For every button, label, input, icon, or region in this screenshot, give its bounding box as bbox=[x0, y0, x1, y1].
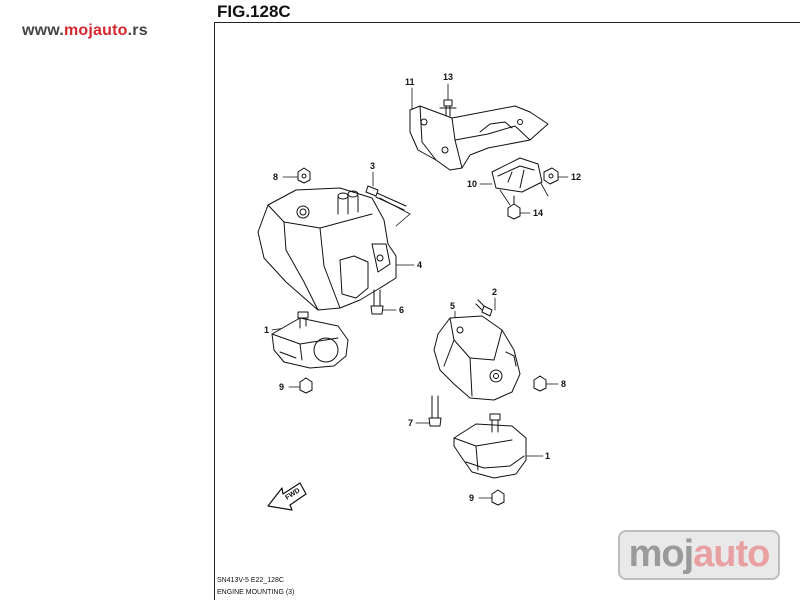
callout-3: 3 bbox=[370, 161, 376, 171]
callout-11: 11 bbox=[405, 77, 415, 87]
stopper-10 bbox=[491, 157, 543, 193]
callout-5: 5 bbox=[450, 301, 456, 311]
nut-8-lower bbox=[533, 375, 547, 392]
callout-1-right: 1 bbox=[545, 451, 551, 461]
engine-bracket-4 bbox=[257, 187, 397, 311]
callout-12: 12 bbox=[571, 172, 582, 182]
bracket-5 bbox=[433, 315, 521, 401]
upper-bracket bbox=[409, 105, 549, 171]
watermark-logo: mojauto bbox=[618, 530, 780, 580]
callout-9-left: 9 bbox=[279, 382, 285, 392]
site-suffix: .rs bbox=[127, 22, 148, 39]
diagram-frame bbox=[214, 22, 800, 600]
callout-4: 4 bbox=[417, 260, 423, 270]
bolt-13 bbox=[439, 99, 457, 117]
nut-8-upper bbox=[297, 167, 311, 184]
nut-9-right bbox=[491, 489, 505, 506]
bolt-7 bbox=[428, 395, 442, 427]
figure-title: FIG.128C bbox=[217, 2, 291, 21]
site-brand: mojauto bbox=[64, 22, 128, 39]
nut-14 bbox=[507, 195, 521, 220]
watermark-part1: moj bbox=[628, 533, 695, 575]
figure-caption: ENGINE MOUNTING (3) bbox=[217, 589, 295, 596]
site-url[interactable]: www.mojauto.rs bbox=[22, 22, 148, 40]
callout-7: 7 bbox=[408, 418, 414, 428]
callout-8-upper: 8 bbox=[273, 172, 279, 182]
nut-12 bbox=[543, 167, 559, 185]
bolt-6 bbox=[370, 289, 384, 315]
bolt-2 bbox=[475, 299, 493, 317]
callout-9-right: 9 bbox=[469, 493, 475, 503]
callout-10: 10 bbox=[467, 179, 478, 189]
drawing-code: SN413V-5 E22_128C bbox=[217, 577, 284, 584]
site-prefix: www. bbox=[22, 22, 64, 39]
fwd-arrow bbox=[267, 482, 307, 511]
callout-1-left: 1 bbox=[264, 325, 270, 335]
nut-9-left bbox=[299, 377, 313, 394]
callout-13: 13 bbox=[443, 72, 454, 82]
callout-6: 6 bbox=[399, 305, 405, 315]
mount-1-right bbox=[453, 413, 527, 479]
callout-2: 2 bbox=[492, 287, 498, 297]
mount-1-left bbox=[271, 311, 349, 369]
callout-8-lower: 8 bbox=[561, 379, 567, 389]
watermark-part2: auto bbox=[693, 533, 770, 575]
callout-14: 14 bbox=[533, 208, 544, 218]
bolt-3 bbox=[365, 185, 407, 211]
